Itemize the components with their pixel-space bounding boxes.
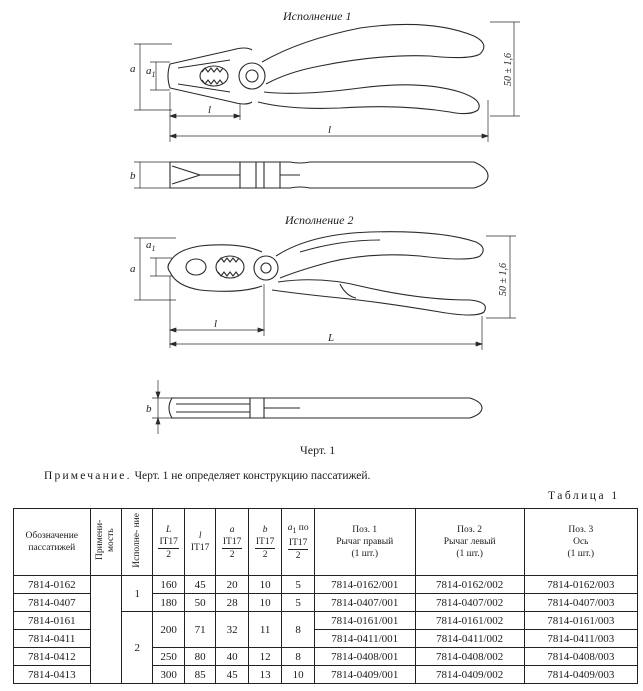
cell-designation: 7814-0407 xyxy=(13,593,91,612)
dim-a1-label-v2: a1 xyxy=(146,239,156,253)
cell-a1: 10 xyxy=(281,665,315,684)
cell-pos3: 7814-0411/003 xyxy=(523,629,639,648)
cell-a: 40 xyxy=(215,647,249,666)
dimensions-variant2-side xyxy=(152,380,172,434)
cell-l: 80 xyxy=(183,647,217,666)
header-variant: Исполне- ние xyxy=(120,508,154,576)
note-label: Примечание. xyxy=(44,470,132,482)
cell-designation: 7814-0411 xyxy=(13,629,91,648)
cell-pos2: 7814-0408/002 xyxy=(414,647,525,666)
cell-pos3: 7814-0161/003 xyxy=(523,611,639,630)
dimensions-variant1-side xyxy=(134,161,170,189)
dim-L-label-v2: L xyxy=(327,332,334,344)
cell-pos2: 7814-0411/002 xyxy=(414,629,525,648)
cell-designation: 7814-0161 xyxy=(13,611,91,630)
dim-height-v2: 50 ± 1,6 xyxy=(498,263,509,296)
cell-a1: 5 xyxy=(281,575,315,594)
cell-L: 200 xyxy=(152,611,185,648)
pliers-variant1-top-view xyxy=(167,23,485,115)
variant1-title: Исполнение 1 xyxy=(282,9,351,23)
technical-drawing: Исполнение 1 a a1 l l 5 xyxy=(130,9,520,457)
figure-caption: Черт. 1 xyxy=(300,443,335,457)
variant2-title: Исполнение 2 xyxy=(284,213,353,227)
table-row: 7814-0161 2 200 71 32 11 8 7814-0161/001… xyxy=(13,611,639,684)
table-row: 7814-0412 250 80 40 12 8 7814-0408/001 7… xyxy=(13,647,639,666)
dim-a-label-v1: a xyxy=(130,63,136,75)
cell-a: 28 xyxy=(215,593,249,612)
table-header-row: Обозначение пассатижей Примени- мость Ис… xyxy=(13,508,639,576)
cell-l: 45 xyxy=(183,575,217,594)
cell-b: 12 xyxy=(247,647,283,666)
cell-pos3: 7814-0162/003 xyxy=(523,575,639,594)
cell-L: 180 xyxy=(152,593,185,612)
cell-pos1: 7814-0409/001 xyxy=(313,665,416,684)
cell-variant: 2 xyxy=(120,611,154,684)
table-caption: Таблица 1 xyxy=(548,490,620,502)
dimensions-variant2 xyxy=(134,235,516,350)
cell-pos1: 7814-0161/001 xyxy=(313,611,416,630)
header-applicability: Примени- мость xyxy=(89,508,123,576)
cell-variant: 1 xyxy=(120,575,154,612)
dim-b-label-v2: b xyxy=(146,403,152,415)
cell-designation: 7814-0412 xyxy=(13,647,91,666)
cell-L: 300 xyxy=(152,665,185,684)
cell-pos1: 7814-0411/001 xyxy=(313,629,416,648)
dim-l-small-v2: l xyxy=(214,318,217,330)
table-row: 7814-0162 1 160 45 20 10 5 7814-0162/001… xyxy=(13,575,639,684)
table-row: 7814-0407 180 50 28 10 5 7814-0407/001 7… xyxy=(13,593,639,612)
cell-L: 250 xyxy=(152,647,185,666)
cell-pos3: 7814-0407/003 xyxy=(523,593,639,612)
header-l: l IT17 xyxy=(183,508,217,576)
cell-b: 10 xyxy=(247,593,283,612)
cell-a: 32 xyxy=(215,611,249,648)
cell-l: 85 xyxy=(183,665,217,684)
cell-b: 10 xyxy=(247,575,283,594)
cell-a1: 8 xyxy=(281,647,315,666)
cell-l: 71 xyxy=(183,611,217,648)
cell-pos2: 7814-0162/002 xyxy=(414,575,525,594)
note-text: Черт. 1 не определяет конструкцию пассат… xyxy=(134,470,371,482)
cell-pos3: 7814-0408/003 xyxy=(523,647,639,666)
cell-a: 20 xyxy=(215,575,249,594)
cell-pos2: 7814-0409/002 xyxy=(414,665,525,684)
header-designation: Обозначение пассатижей xyxy=(13,508,91,576)
pliers-variant2-top-view xyxy=(167,231,486,316)
note: Примечание. Черт. 1 не определяет констр… xyxy=(44,470,370,482)
dim-a-label-v2: a xyxy=(130,263,136,275)
cell-l: 50 xyxy=(183,593,217,612)
dim-a1-label-v1: a1 xyxy=(146,65,156,79)
dimensions-variant1 xyxy=(134,21,520,142)
cell-a1: 8 xyxy=(281,611,315,648)
cell-pos1: 7814-0408/001 xyxy=(313,647,416,666)
cell-pos2: 7814-0161/002 xyxy=(414,611,525,630)
table-row: 7814-0413 300 85 45 13 10 7814-0409/001 … xyxy=(13,665,639,684)
cell-pos2: 7814-0407/002 xyxy=(414,593,525,612)
dim-b-label-v1: b xyxy=(130,170,136,182)
cell-pos3: 7814-0409/003 xyxy=(523,665,639,684)
specification-table: Обозначение пассатижей Примени- мость Ис… xyxy=(13,508,639,684)
pliers-variant1-side-view xyxy=(169,161,489,189)
cell-L: 160 xyxy=(152,575,185,594)
dim-l-small-v1: l xyxy=(208,104,211,116)
cell-a: 45 xyxy=(215,665,249,684)
cell-a1: 5 xyxy=(281,593,315,612)
cell-applicability xyxy=(89,575,123,684)
cell-pos1: 7814-0162/001 xyxy=(313,575,416,594)
cell-b: 11 xyxy=(247,611,283,648)
dim-l-large-v1: l xyxy=(328,124,331,136)
cell-pos1: 7814-0407/001 xyxy=(313,593,416,612)
cell-b: 13 xyxy=(247,665,283,684)
cell-designation: 7814-0162 xyxy=(13,575,91,594)
pliers-variant2-side-view xyxy=(168,397,483,419)
dim-height-v1: 50 ± 1,6 xyxy=(503,53,514,86)
cell-designation: 7814-0413 xyxy=(13,665,91,684)
